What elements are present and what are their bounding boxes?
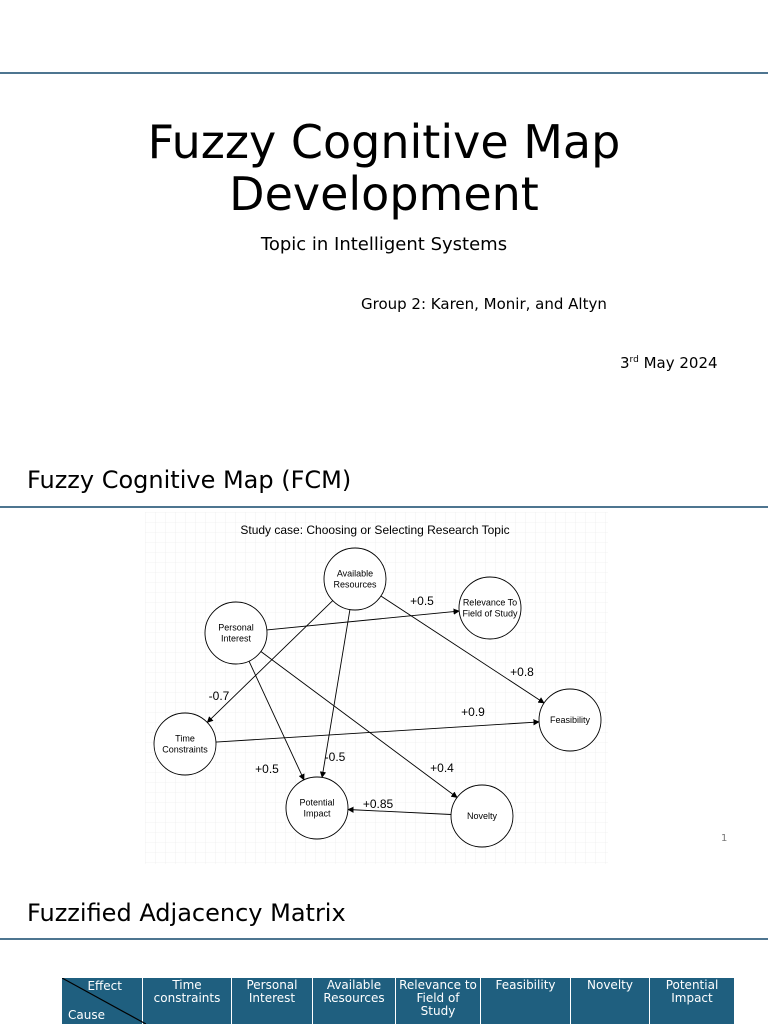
node-label: Available — [337, 569, 373, 579]
edge-weight-label: -0.5 — [325, 750, 346, 764]
matrix-divider — [0, 938, 768, 940]
matrix-col-potential-impact: Potential Impact — [650, 978, 735, 1025]
top-divider — [0, 72, 768, 74]
edge-personal-interest-to-novelty — [260, 651, 458, 798]
edge-personal-interest-to-relevance — [266, 608, 460, 631]
diagram-caption: Study case: Choosing or Selecting Resear… — [240, 523, 509, 537]
adjacency-matrix: Effect Cause Time constraints Personal I… — [62, 978, 735, 1025]
matrix-corner-cell: Effect Cause — [62, 978, 146, 1025]
edge-weight-label: +0.5 — [255, 762, 279, 776]
node-label: Impact — [303, 809, 331, 819]
matrix-col-time-constraints: Time constraints — [143, 978, 232, 1025]
edge-personal-interest-to-potential-impact — [248, 660, 305, 781]
node-label: Personal — [218, 623, 254, 633]
fcm-diagram: Study case: Choosing or Selecting Resear… — [145, 512, 608, 864]
node-circle — [323, 547, 387, 611]
fcm-heading: Fuzzy Cognitive Map (FCM) — [27, 466, 352, 494]
node-label: Potential — [299, 798, 334, 808]
node-label: Interest — [221, 634, 252, 644]
edge-available-resources-to-feasibility — [380, 595, 545, 704]
edge-time-constraints-to-feasibility — [215, 719, 540, 743]
node-label: Time — [175, 734, 195, 744]
node-label: Constraints — [162, 745, 208, 755]
title-line-1: Fuzzy Cognitive Map — [147, 115, 621, 169]
edge-novelty-to-potential-impact — [347, 806, 452, 815]
date-rest: May 2024 — [638, 354, 718, 372]
node-feasibility: Feasibility — [538, 688, 602, 752]
corner-effect-label: Effect — [87, 979, 122, 993]
page-number: 1 — [721, 833, 728, 844]
group-members: Group 2: Karen, Monir, and Altyn — [361, 295, 607, 313]
corner-cause-label: Cause — [68, 1008, 105, 1022]
node-circle — [285, 776, 349, 840]
fcm-diagram-canvas: Study case: Choosing or Selecting Resear… — [145, 512, 608, 864]
matrix-col-available-resources: Available Resources — [313, 978, 396, 1025]
edge-weight-label: +0.9 — [461, 705, 485, 719]
matrix-col-personal-interest: Personal Interest — [232, 978, 313, 1025]
slide-title: Fuzzy Cognitive Map Development — [0, 116, 768, 220]
title-line-2: Development — [229, 167, 539, 221]
node-circle — [204, 601, 268, 665]
matrix-heading: Fuzzified Adjacency Matrix — [27, 899, 346, 927]
edge-weight-label: +0.85 — [363, 797, 394, 811]
node-circle — [458, 576, 522, 640]
date-suffix: rd — [629, 355, 639, 365]
corner-diagonal — [62, 978, 146, 1024]
edge-weight-label: -0.7 — [209, 689, 230, 703]
node-label: Resources — [333, 580, 377, 590]
node-label: Field of Study — [462, 609, 518, 619]
edge-available-resources-to-potential-impact — [319, 609, 351, 779]
node-novelty: Novelty — [450, 784, 514, 848]
edge-weight-label: +0.4 — [430, 761, 454, 775]
fcm-divider — [0, 506, 768, 508]
matrix-col-relevance: Relevance to Field of Study — [396, 978, 481, 1025]
node-circle — [450, 784, 514, 848]
date-day: 3 — [620, 354, 630, 372]
matrix-col-feasibility: Feasibility — [481, 978, 571, 1025]
matrix-col-novelty: Novelty — [571, 978, 650, 1025]
matrix-header-row: Effect Cause Time constraints Personal I… — [62, 978, 735, 1025]
edge-available-resources-to-time-constraints — [206, 600, 334, 723]
node-circle — [538, 688, 602, 752]
node-label: Relevance To — [463, 598, 517, 608]
presentation-date: 3rd May 2024 — [620, 354, 718, 372]
edge-weight-label: +0.8 — [510, 665, 534, 679]
node-label: Novelty — [467, 811, 498, 821]
slide-subtitle: Topic in Intelligent Systems — [260, 234, 508, 255]
node-label: Feasibility — [550, 715, 591, 725]
edge-weight-label: +0.5 — [410, 594, 434, 608]
node-circle — [153, 712, 217, 776]
